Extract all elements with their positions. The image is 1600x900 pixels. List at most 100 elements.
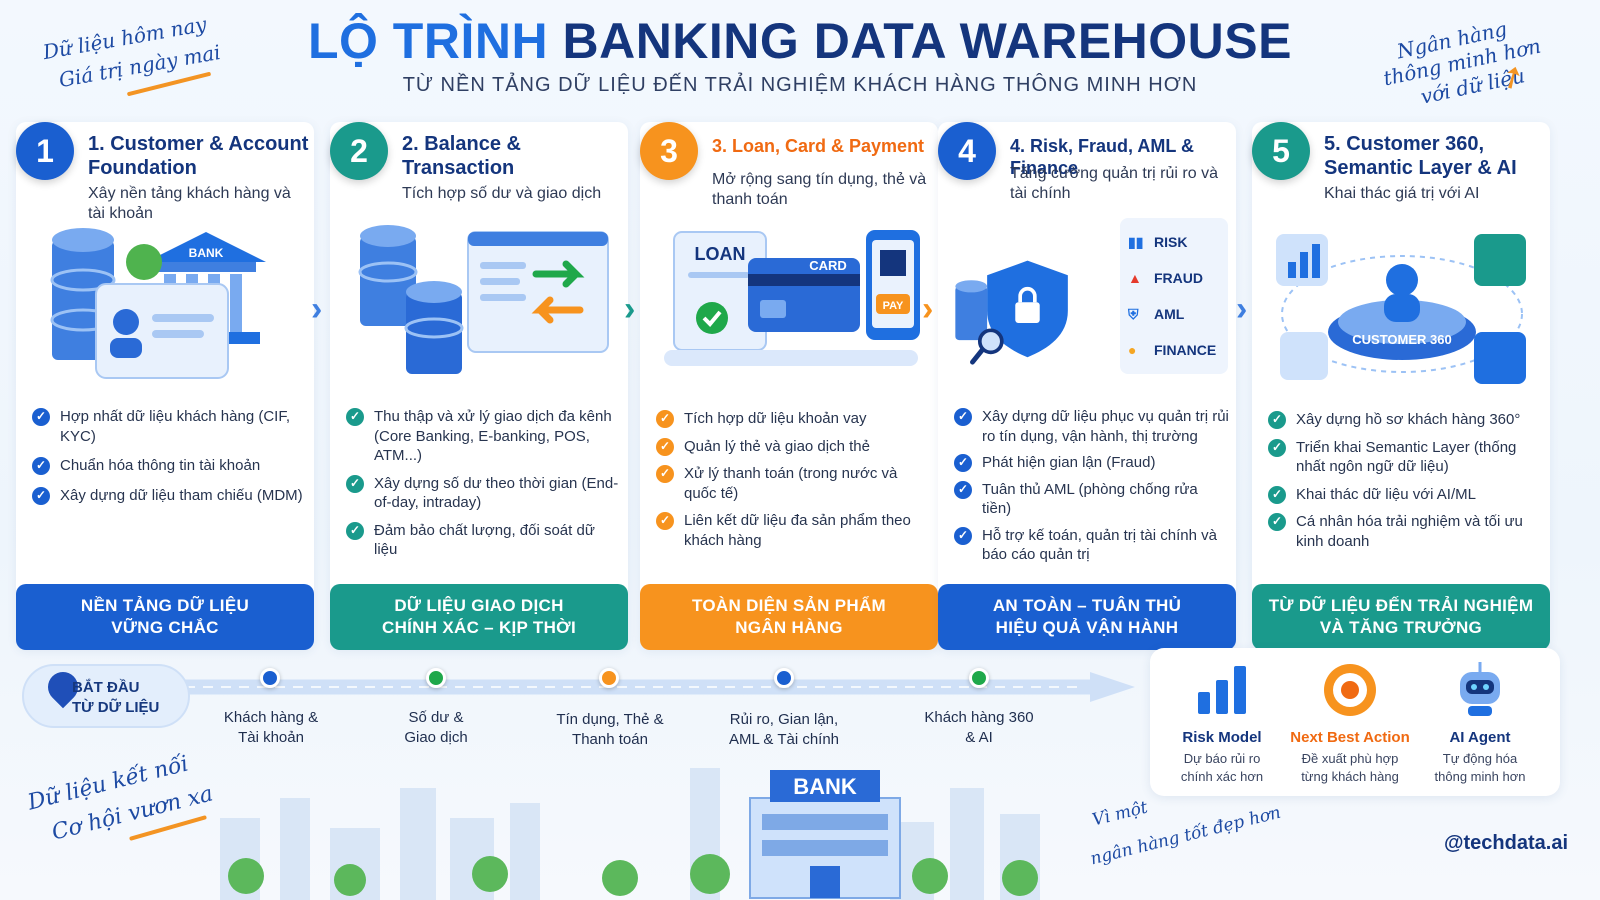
list-item: ✓Hợp nhất dữ liệu khách hàng (CIF, KYC) [32,407,308,446]
title-part-2: BANKING DATA WAREHOUSE [562,13,1292,69]
stage-subtitle: Xây nền tảng khách hàng và tài khoản [88,185,291,222]
bar-chart-icon: ▮▮ [1128,233,1144,250]
stage-card-4: 4 4. Risk, Fraud, AML & Finance Tăng cườ… [938,122,1236,650]
list-item: ✓Thu thập và xử lý giao dịch đa kênh (Co… [346,407,622,466]
roadmap-stop-4 [774,668,794,688]
stage-title: 3. Loan, Card & Payment [712,136,925,156]
stage-number: 2 [330,122,388,180]
check-icon: ✓ [656,410,674,428]
coins-icon: ● [1128,342,1137,358]
check-icon: ✓ [32,408,50,426]
stage-title: 5. Customer 360, Semantic Layer & AI [1324,133,1517,179]
tag-fraud: ▲FRAUD [1128,270,1203,286]
check-icon: ✓ [954,480,972,499]
list-item: ✓Đảm bảo chất lượng, đối soát dữ liệu [346,521,622,560]
note-bottom-mid-1: Vì một [1090,797,1150,831]
check-icon: ✓ [954,408,972,426]
roadmap-stop-label: Rủi ro, Gian lận,AML & Tài chính [728,711,840,749]
chevron-right-icon: › [311,290,323,328]
transfer-screen-icon [467,231,609,353]
stage-bullets: ✓Hợp nhất dữ liệu khách hàng (CIF, KYC) … [32,407,308,515]
check-icon: ✓ [656,437,674,456]
list-item: ✓Xây dựng số dư theo thời gian (End-of-d… [346,474,622,513]
list-item: ✓Liên kết dữ liệu đa sản phẩm theo khách… [656,511,932,550]
stage-card-5: 5 5. Customer 360, Semantic Layer & AI K… [1252,122,1550,650]
roadmap-stop-5 [969,668,989,688]
city-skyline-illustration: BANK [220,768,1040,900]
chevron-right-icon: › [624,290,636,328]
bank-building-icon: BANK [749,770,901,899]
bar-chart-icon [1198,666,1246,714]
brand-handle: @techdata.ai [1444,832,1568,854]
list-item: ✓Quản lý thẻ và giao dịch thẻ [656,437,932,457]
stage-number: 3 [640,122,698,180]
roadmap-stop-label: Tín dụng, Thẻ &Thanh toán [556,711,664,749]
check-icon: ✓ [32,486,50,505]
customer-360-illustration: CUSTOMER 360 [1276,234,1526,384]
page-title: LỘ TRÌNH BANKING DATA WAREHOUSE [0,12,1600,70]
people-tile-icon [1280,332,1328,380]
list-item: ✓Tích hợp dữ liệu khoản vay [656,409,932,429]
stage-subtitle: Tích hợp số dư và giao dịch [402,185,602,202]
page-subtitle: TỪ NỀN TẢNG DỮ LIỆU ĐẾN TRẢI NGHIỆM KHÁC… [402,74,1198,96]
check-icon: ✓ [1268,513,1286,531]
check-icon: ✓ [346,521,364,540]
check-icon: ✓ [954,454,972,472]
shield-icon: ⛨ [1128,305,1139,322]
list-item: ✓Phát hiện gian lận (Fraud) [954,453,1230,473]
check-icon: ✓ [346,408,364,426]
check-icon: ✓ [1268,411,1286,429]
roadmap-stop-3 [599,668,619,688]
city-bank-sign: BANK [793,774,857,799]
roadmap-stop-label: Khách hàng &Tài khoản [223,709,319,747]
stage-title: 2. Balance & Transaction [402,133,521,179]
person-icon [1386,264,1418,296]
check-icon: ✓ [32,457,50,475]
phone-pay-icon: PAY [866,230,920,340]
roadmap-stop-1 [260,668,280,688]
tag-finance: ●FINANCE [1128,342,1217,358]
warning-icon: ▲ [1128,270,1142,286]
list-item: ✓Khai thác dữ liệu với AI/ML [1268,485,1544,505]
tag-risk: ▮▮RISK [1128,233,1188,251]
stage-title: 1. Customer & Account Foundation [88,133,309,179]
stage-card-1: 1 1. Customer & Account Foundation Xây n… [16,122,314,650]
card-label: CARD [809,258,847,273]
check-icon: ✓ [1268,485,1286,504]
stage-bullets: ✓Tích hợp dữ liệu khoản vay ✓Quản lý thẻ… [656,409,932,560]
list-item: ✓Hỗ trợ kế toán, quản trị tài chính và b… [954,526,1230,565]
shield-lock-icon [987,260,1068,358]
tree-icon [228,854,1038,896]
check-icon: ✓ [954,526,972,545]
stage-bullets: ✓Xây dựng hồ sơ khách hàng 360° ✓Triển k… [1268,410,1544,561]
stage-bullets: ✓Xây dựng dữ liệu phục vụ quản trị rủi r… [954,407,1230,575]
stage-subtitle: Tăng cường quản trị rủi ro và tài chính [1010,165,1218,202]
check-icon: ✓ [656,512,674,530]
title-part-1: LỘ TRÌNH [307,13,549,69]
roadmap-stop-2 [426,668,446,688]
database-icon [358,225,418,326]
stage-title: 4. Risk, Fraud, AML & Finance [1010,136,1195,178]
check-icon: ✓ [1268,438,1286,457]
roadmap-stop-label: Số dư &Giao dịch [404,709,468,747]
check-icon: ✓ [656,465,674,483]
check-icon: ✓ [346,474,364,493]
stage-subtitle: Khai thác giá trị với AI [1324,185,1480,202]
security-illustration [955,260,1068,365]
payment-illustration: LOAN CARD PAY [664,230,920,366]
database-icon [404,281,464,374]
brain-tile-icon [1474,332,1526,384]
customer-360-label: CUSTOMER 360 [1352,332,1451,347]
loan-label: LOAN [695,244,746,264]
share-tile-icon [1474,234,1526,286]
database-bank-illustration: BANK [50,228,266,379]
stage-number: 5 [1252,122,1310,180]
list-item: ✓Cá nhân hóa trải nghiệm và tối ưu kinh … [1268,512,1544,551]
stage-card-3: 3 3. Loan, Card & Payment Mở rộng sang t… [640,122,938,650]
